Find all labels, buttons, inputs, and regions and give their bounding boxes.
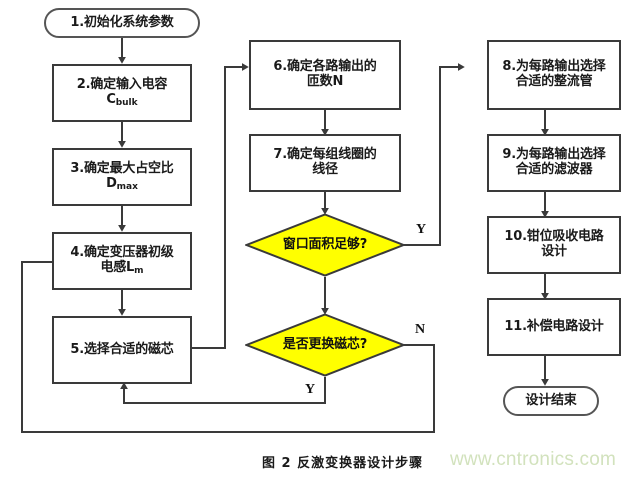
node-step-10-line2: 设计 — [541, 244, 567, 259]
node-step-2[interactable]: 2.确定输入电容 Cbulk — [52, 64, 192, 122]
node-start[interactable]: 1.初始化系统参数 — [44, 8, 200, 38]
node-step-3-symbol: D — [106, 175, 117, 191]
node-step-8-line2: 合适的整流管 — [515, 74, 593, 89]
edge-d1-yes-to-8 — [404, 63, 465, 246]
node-decision-window-area[interactable]: 窗口面积足够? — [245, 213, 405, 277]
node-step-4-line1: 4.确定变压器初级 — [70, 244, 174, 260]
node-step-4-line2: 电感Lm — [54, 259, 190, 276]
node-step-5-label: 5.选择合适的磁芯 — [70, 341, 174, 357]
node-step-3-subscript: max — [116, 181, 138, 192]
diamond-shape-1 — [245, 213, 405, 277]
site-watermark: www.cntronics.com — [450, 449, 616, 470]
branch-label-d2-no: N — [415, 322, 426, 337]
node-step-4-subscript: m — [134, 265, 144, 276]
node-step-11[interactable]: 11.补偿电路设计 — [487, 298, 621, 356]
node-step-2-line2: Cbulk — [54, 91, 190, 108]
node-step-7-line2: 线径 — [312, 162, 338, 177]
node-step-2-symbol: C — [106, 91, 116, 107]
node-step-10-line1: 10.钳位吸收电路 — [504, 229, 604, 245]
node-step-9[interactable]: 9.为每路输出选择 合适的滤波器 — [487, 134, 621, 192]
diamond-shape-2 — [245, 313, 405, 377]
node-step-2-subscript: bulk — [115, 97, 138, 108]
branch-label-d2-yes: Y — [305, 382, 316, 397]
node-step-9-line1: 9.为每路输出选择 — [502, 147, 606, 163]
node-step-9-line2: 合适的滤波器 — [515, 162, 593, 177]
node-step-6-line2: 匝数N — [306, 74, 344, 89]
node-step-8[interactable]: 8.为每路输出选择 合适的整流管 — [487, 40, 621, 110]
node-step-6[interactable]: 6.确定各路输出的 匝数N — [249, 40, 401, 110]
node-decision-2-label: 是否更换磁芯? — [282, 336, 368, 352]
node-end-label: 设计结束 — [525, 392, 577, 408]
node-step-6-line1: 6.确定各路输出的 — [273, 59, 377, 75]
figure-caption: 图 2 反激变换器设计步骤 — [262, 456, 424, 471]
branch-label-d1-yes: Y — [416, 222, 427, 237]
node-step-3-line1: 3.确定最大占空比 — [70, 160, 174, 176]
node-step-3-line2: Dmax — [54, 175, 190, 192]
node-step-11-label: 11.补偿电路设计 — [504, 318, 604, 334]
node-start-label: 1.初始化系统参数 — [70, 14, 174, 30]
node-step-5[interactable]: 5.选择合适的磁芯 — [52, 316, 192, 384]
node-step-7[interactable]: 7.确定每组线圈的 线径 — [249, 134, 401, 192]
node-step-8-line1: 8.为每路输出选择 — [502, 59, 606, 75]
node-step-7-line1: 7.确定每组线圈的 — [273, 147, 377, 163]
node-step-2-line1: 2.确定输入电容 — [76, 76, 168, 92]
node-step-4[interactable]: 4.确定变压器初级 电感Lm — [52, 232, 192, 290]
node-step-10[interactable]: 10.钳位吸收电路 设计 — [487, 216, 621, 274]
node-step-4-symbol: 电感L — [100, 259, 135, 275]
node-decision-1-label: 窗口面积足够? — [282, 236, 368, 252]
edge-5-to-6 — [190, 63, 249, 349]
node-end[interactable]: 设计结束 — [503, 386, 599, 416]
node-decision-change-core[interactable]: 是否更换磁芯? — [245, 313, 405, 377]
node-step-3[interactable]: 3.确定最大占空比 Dmax — [52, 148, 192, 206]
